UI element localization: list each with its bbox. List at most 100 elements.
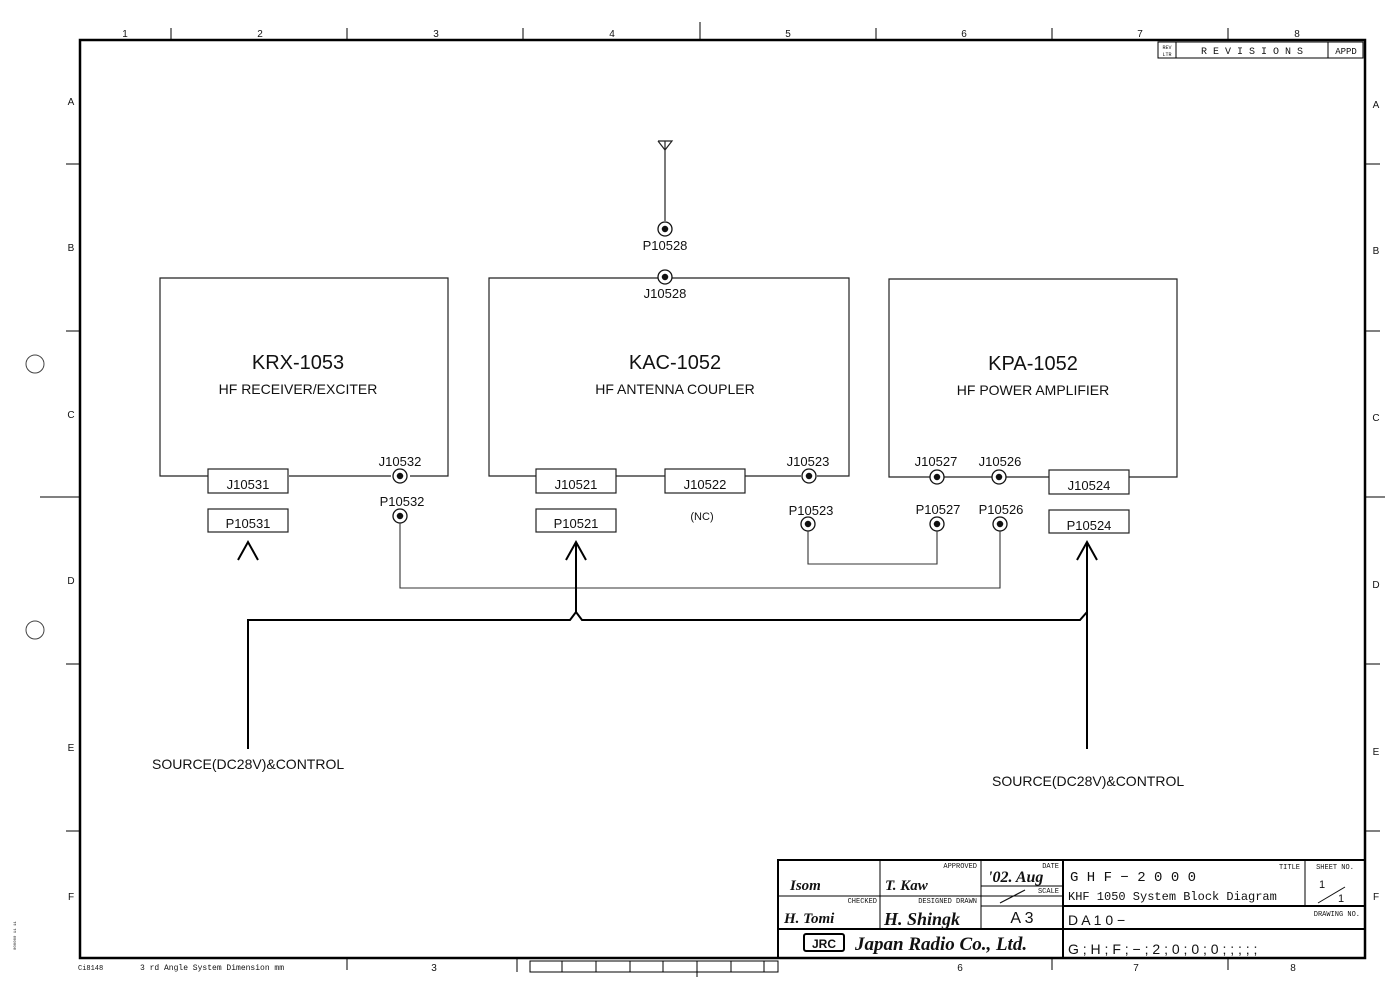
projection-note: 3 rd Angle System Dimension mm — [140, 964, 284, 973]
zone-col-label: 7 — [1133, 963, 1139, 974]
scale-slash-icon — [999, 889, 1026, 904]
coax-p10523 — [800, 516, 816, 532]
top-zone-ruler — [170, 22, 1229, 40]
arrow-up-icon — [565, 539, 587, 561]
arrow-up-icon — [237, 539, 259, 561]
drawing-no-code: G ; H ; F ; − ; 2 ; 0 ; 0 ; 0 ; ; ; ; ; — [1068, 941, 1257, 957]
rev-ltr-label: LTR — [1162, 52, 1171, 58]
zone-row-label: D — [1372, 580, 1379, 591]
left-zone-labels: A B C D E F — [67, 97, 74, 903]
signature-drawn: H. Shingk — [883, 909, 960, 929]
connector-boxes — [207, 468, 1130, 534]
connector-label: P10527 — [916, 502, 961, 517]
zone-col-label: 6 — [961, 29, 967, 40]
zone-row-label: F — [1373, 892, 1379, 903]
date-label: DATE — [1042, 863, 1059, 871]
connector-j10521 — [535, 468, 617, 494]
power-label-left: SOURCE(DC28V)&CONTROL — [152, 756, 344, 772]
nc-label: (NC) — [690, 511, 713, 523]
connector-label: P10532 — [380, 494, 425, 509]
zone-col-label: 2 — [257, 29, 263, 40]
side-note: 000000 11 11 — [14, 921, 18, 950]
designed-drawn-label: DESIGNED DRAWN — [918, 898, 977, 906]
coax-j10532 — [392, 468, 408, 484]
power-label-right: SOURCE(DC28V)&CONTROL — [992, 773, 1184, 789]
zone-row-label: A — [1373, 100, 1380, 111]
connector-j10522 — [664, 468, 746, 494]
connector-label: J10523 — [787, 454, 830, 469]
rev-ltr-label: REV — [1162, 45, 1171, 51]
bottom-zone-labels: 3 6 7 8 — [431, 963, 1296, 974]
connector-label: P10526 — [979, 502, 1024, 517]
zone-row-label: E — [68, 743, 75, 754]
coax-j10523 — [801, 468, 817, 484]
zone-row-label: F — [68, 892, 74, 903]
drawing-no-label: DRAWING NO. — [1314, 911, 1360, 919]
connector-p10521 — [535, 508, 617, 533]
connector-p10524 — [1048, 509, 1130, 534]
antenna-icon — [657, 140, 674, 221]
zone-col-label: 5 — [785, 29, 791, 40]
cable-p10523-p10527 — [807, 531, 938, 565]
sheet-no-label: SHEET NO. — [1316, 864, 1354, 872]
title-block-text: APPROVED CHECKED DESIGNED DRAWN DATE SCA… — [783, 863, 1360, 957]
zone-row-label: B — [68, 243, 75, 254]
cable-p10532-p10526 — [399, 523, 1001, 589]
connector-label: J10532 — [379, 454, 422, 469]
connector-label: J10528 — [644, 286, 687, 301]
bottom-zone-ruler — [346, 958, 1229, 977]
drawing-title: KHF 1050 System Block Diagram — [1068, 890, 1277, 904]
zone-col-label: 4 — [609, 29, 615, 40]
power-control-bus — [247, 542, 1088, 749]
connector-label: P10523 — [789, 503, 834, 518]
zone-row-label: D — [67, 576, 74, 587]
jrc-logo — [803, 933, 845, 952]
unit-model: KRX-1053 — [252, 352, 344, 374]
zone-col-label: 7 — [1137, 29, 1143, 40]
signature-approved: T. Kaw — [885, 878, 929, 894]
coax-p10532 — [392, 508, 408, 524]
connector-label: J10526 — [979, 454, 1022, 469]
unit-description: HF POWER AMPLIFIER — [957, 382, 1109, 398]
zone-row-label: C — [67, 410, 74, 421]
sheet-slash-icon — [1317, 886, 1346, 904]
sheet-current: 1 — [1319, 879, 1325, 891]
zone-col-label: 8 — [1290, 963, 1296, 974]
appd-label: APPD — [1335, 47, 1357, 57]
zone-row-label: B — [1373, 246, 1380, 257]
jrc-logo-text: JRC — [812, 937, 836, 951]
zone-row-label: E — [1373, 747, 1380, 758]
coax-cables — [399, 523, 1001, 589]
arrow-up-icon — [1076, 539, 1098, 561]
company-name: Japan Radio Co., Ltd. — [854, 934, 1027, 955]
unit-krx-1053: KRX-1053 HF RECEIVER/EXCITER — [159, 277, 449, 477]
right-zone-labels: A B C D E F — [1372, 100, 1379, 903]
date-value: '02. Aug — [988, 869, 1043, 886]
right-zone-ruler — [1365, 163, 1385, 832]
form-code: Ci8148 — [78, 965, 103, 973]
connector-label: P10521 — [554, 516, 599, 531]
zone-row-label: C — [1372, 413, 1379, 424]
connector-label: P10528 — [643, 238, 688, 253]
coax-p10528 — [657, 221, 673, 237]
connector-j10524 — [1048, 469, 1130, 495]
revisions-block: REV LTR R E V I S I O N S APPD — [1157, 41, 1364, 59]
zone-col-label: 3 — [431, 963, 437, 974]
coax-labels: P10528 J10528 J10532 P10532 J10523 P1052… — [379, 238, 1024, 518]
approved-label: APPROVED — [943, 863, 977, 871]
paper-size: A 3 — [1010, 910, 1033, 927]
connector-p10531 — [207, 508, 289, 533]
coax-p10526 — [992, 516, 1008, 532]
connector-label: P10531 — [226, 516, 271, 531]
binder-hole — [25, 354, 45, 374]
scale-label: SCALE — [1038, 888, 1059, 896]
signature-checked: H. Tomi — [783, 911, 835, 927]
zone-col-label: 1 — [122, 29, 128, 40]
connector-box-labels: J10531 P10531 J10521 P10521 J10522 (NC) … — [226, 477, 1112, 533]
connector-label: J10522 — [684, 477, 727, 492]
connector-label: J10521 — [555, 477, 598, 492]
zone-col-label: 8 — [1294, 29, 1300, 40]
left-zone-ruler — [40, 163, 80, 832]
bus-arrows — [237, 539, 1098, 561]
unit-description: HF ANTENNA COUPLER — [595, 381, 754, 397]
